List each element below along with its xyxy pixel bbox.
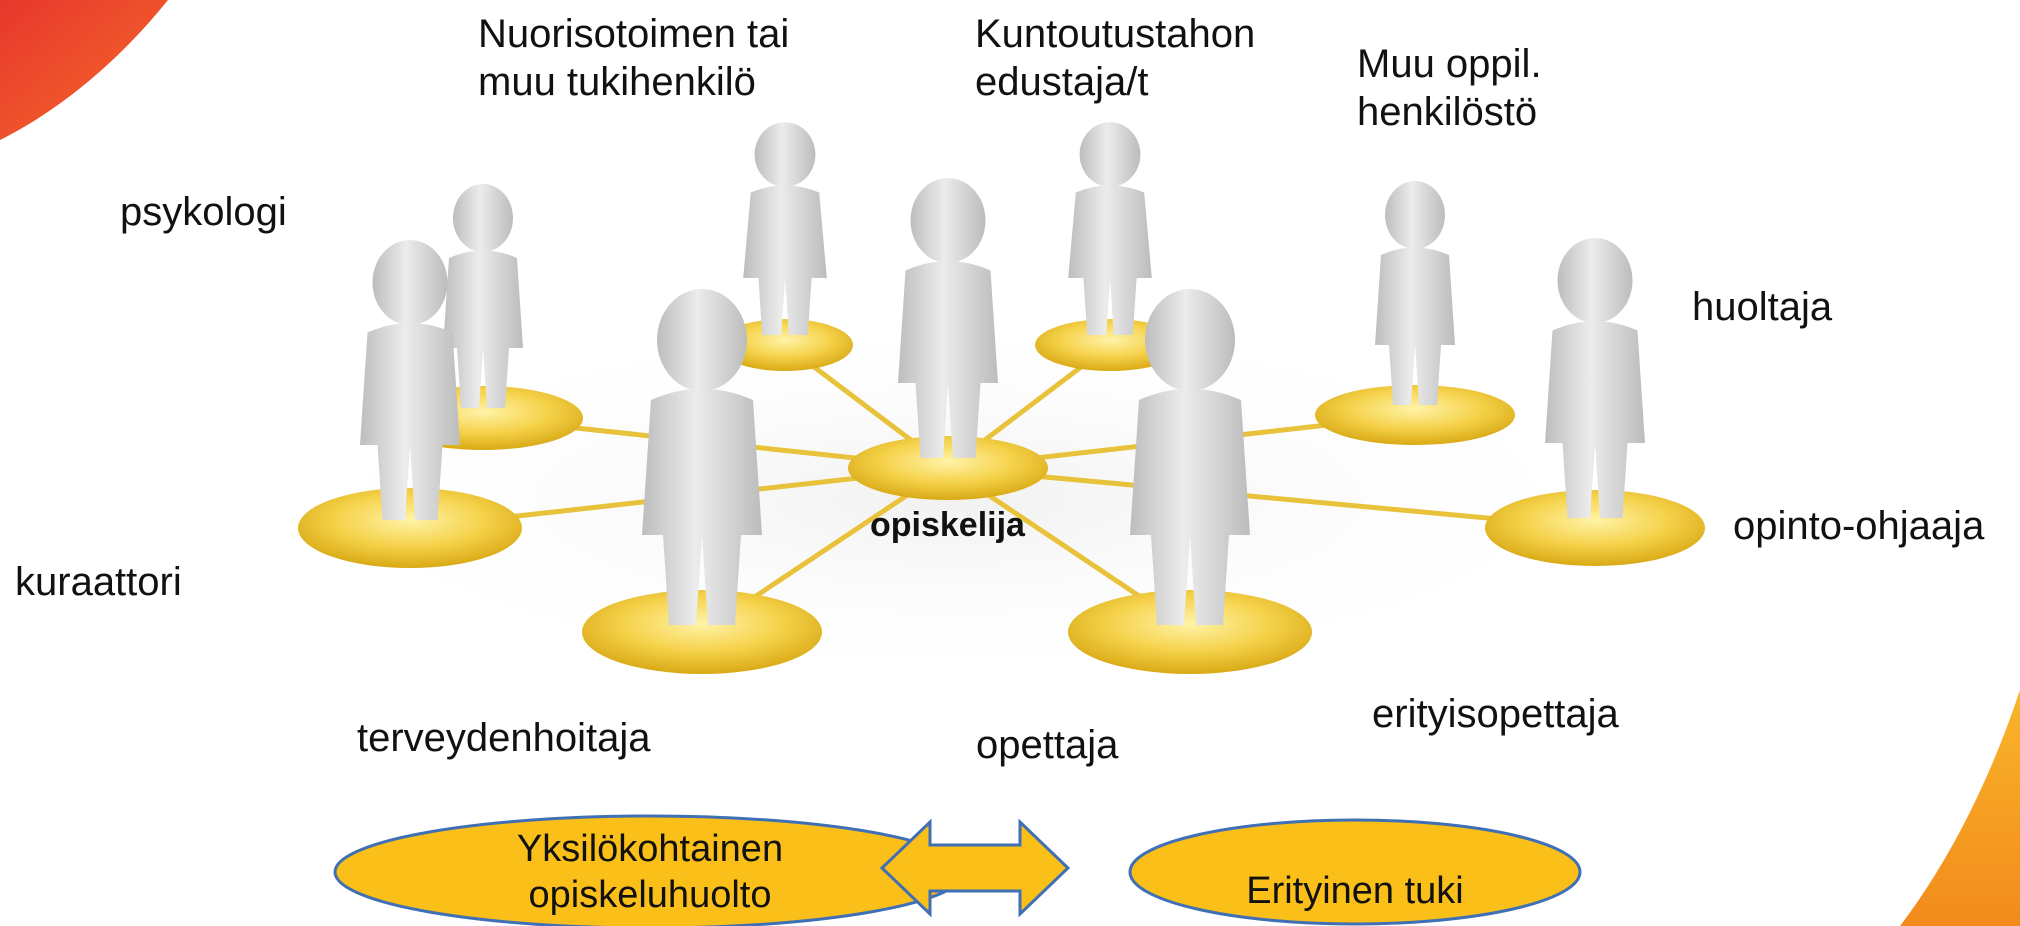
label-kuntoutus-line1: Kuntoutustahon (975, 12, 1256, 56)
left-oval-line1: Yksilökohtainen (516, 828, 784, 870)
double-arrow-icon (879, 818, 1071, 918)
label-kuntoutus: Kuntoutustahon edustaja/t (975, 10, 1255, 106)
corner-decoration-top-left (0, 0, 168, 140)
label-muu-henkilosto-line2: henkilöstö (1357, 90, 1538, 134)
left-oval-line2: opiskeluhuolto (528, 874, 772, 916)
label-nuorisotoimi: Nuorisotoimen tai muu tukihenkilö (478, 10, 789, 106)
label-terveydenhoitaja: terveydenhoitaja (357, 716, 651, 760)
label-kuraattori: kuraattori (15, 560, 182, 604)
label-muu-henkilosto: Muu oppil. henkilöstö (1357, 40, 1542, 136)
label-erityisopettaja: erityisopettaja (1372, 692, 1619, 736)
label-nuorisotoimi-line1: Nuorisotoimen tai (478, 12, 790, 56)
label-huoltaja: huoltaja (1692, 285, 1833, 329)
label-psykologi: psykologi (120, 190, 287, 234)
label-opettaja: opettaja (976, 723, 1119, 767)
center-label-opiskelija: opiskelija (870, 506, 1025, 544)
label-muu-henkilosto-line1: Muu oppil. (1357, 42, 1542, 86)
corner-decoration-bottom-right (1900, 690, 2020, 926)
right-oval-shape (1128, 818, 1582, 926)
label-opinto-ohjaaja: opinto-ohjaaja (1733, 504, 1985, 548)
left-oval-text: Yksilökohtainen opiskeluhuolto (335, 826, 965, 918)
label-kuntoutus-line2: edustaja/t (975, 60, 1149, 104)
label-nuorisotoimi-line2: muu tukihenkilö (478, 60, 756, 104)
right-oval-text: Erityinen tuki (1246, 870, 1464, 912)
